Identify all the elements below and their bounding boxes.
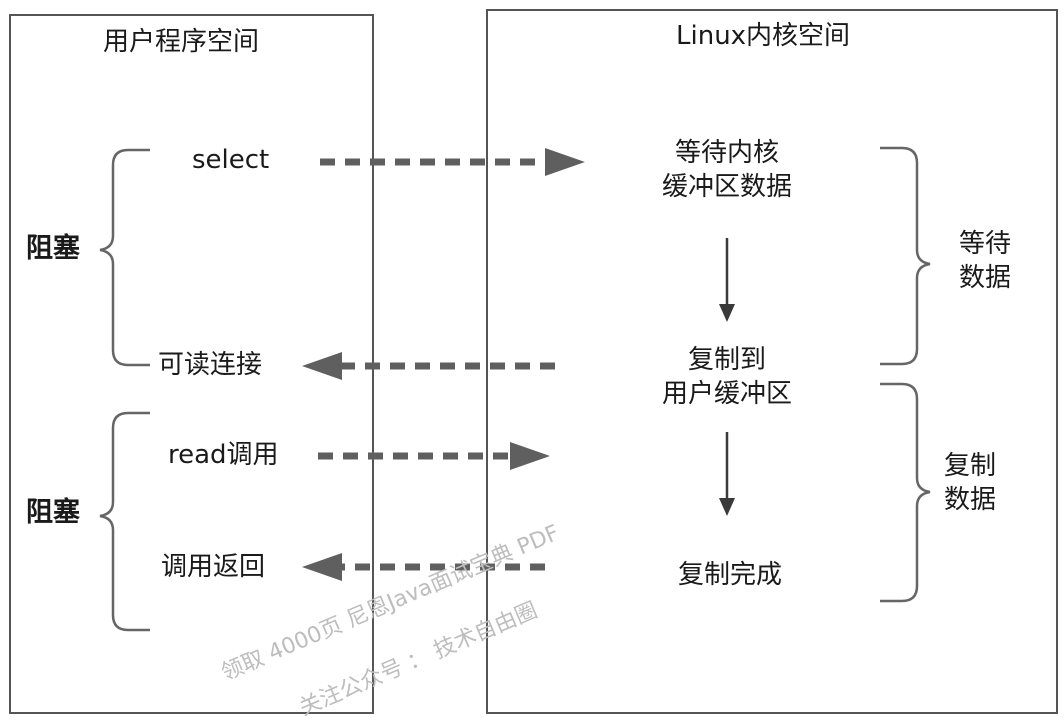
arrow-select-head: [545, 148, 585, 176]
arrow-readable-head: [302, 352, 342, 380]
read-call-label: read调用: [168, 440, 279, 470]
copy-data-line2: 数据: [943, 485, 996, 515]
kernel-step-wait-line1: 等待内核: [674, 138, 779, 168]
wait-data-line2: 数据: [958, 263, 1011, 293]
right-brace-1: [880, 146, 931, 366]
arrow-call-return-head: [302, 553, 342, 581]
down-arrow-1-head: [719, 304, 735, 322]
kernel-step-copy-line1: 复制到: [687, 345, 766, 375]
call-return-label: 调用返回: [161, 552, 266, 582]
kernel-step-copy-done: 复制完成: [678, 560, 783, 590]
arrow-read-call-head: [510, 442, 550, 470]
user-space-title: 用户程序空间: [103, 27, 260, 57]
kernel-step-wait-line2: 缓冲区数据: [661, 172, 792, 202]
kernel-step-copy-line2: 用户缓冲区: [661, 379, 792, 409]
block-label-2: 阻塞: [26, 497, 80, 528]
readable-connection-label: 可读连接: [158, 350, 263, 380]
wait-data-line1: 等待: [958, 229, 1011, 259]
wait-data-label: 等待 数据: [940, 227, 1030, 295]
copy-data-label: 复制 数据: [925, 449, 1015, 517]
kernel-step-wait-buffer: 等待内核 缓冲区数据: [637, 136, 817, 204]
left-brace-2: [99, 411, 150, 632]
select-label: select: [192, 145, 270, 175]
down-arrow-2-head: [719, 498, 735, 516]
block-label-1: 阻塞: [26, 233, 80, 264]
kernel-step-copy-to-user: 复制到 用户缓冲区: [637, 343, 817, 411]
right-brace-2: [880, 382, 931, 603]
kernel-space-title: Linux内核空间: [676, 21, 851, 51]
kernel-space-box: [486, 9, 1058, 714]
left-brace-1: [99, 148, 150, 367]
copy-data-line1: 复制: [943, 451, 996, 481]
